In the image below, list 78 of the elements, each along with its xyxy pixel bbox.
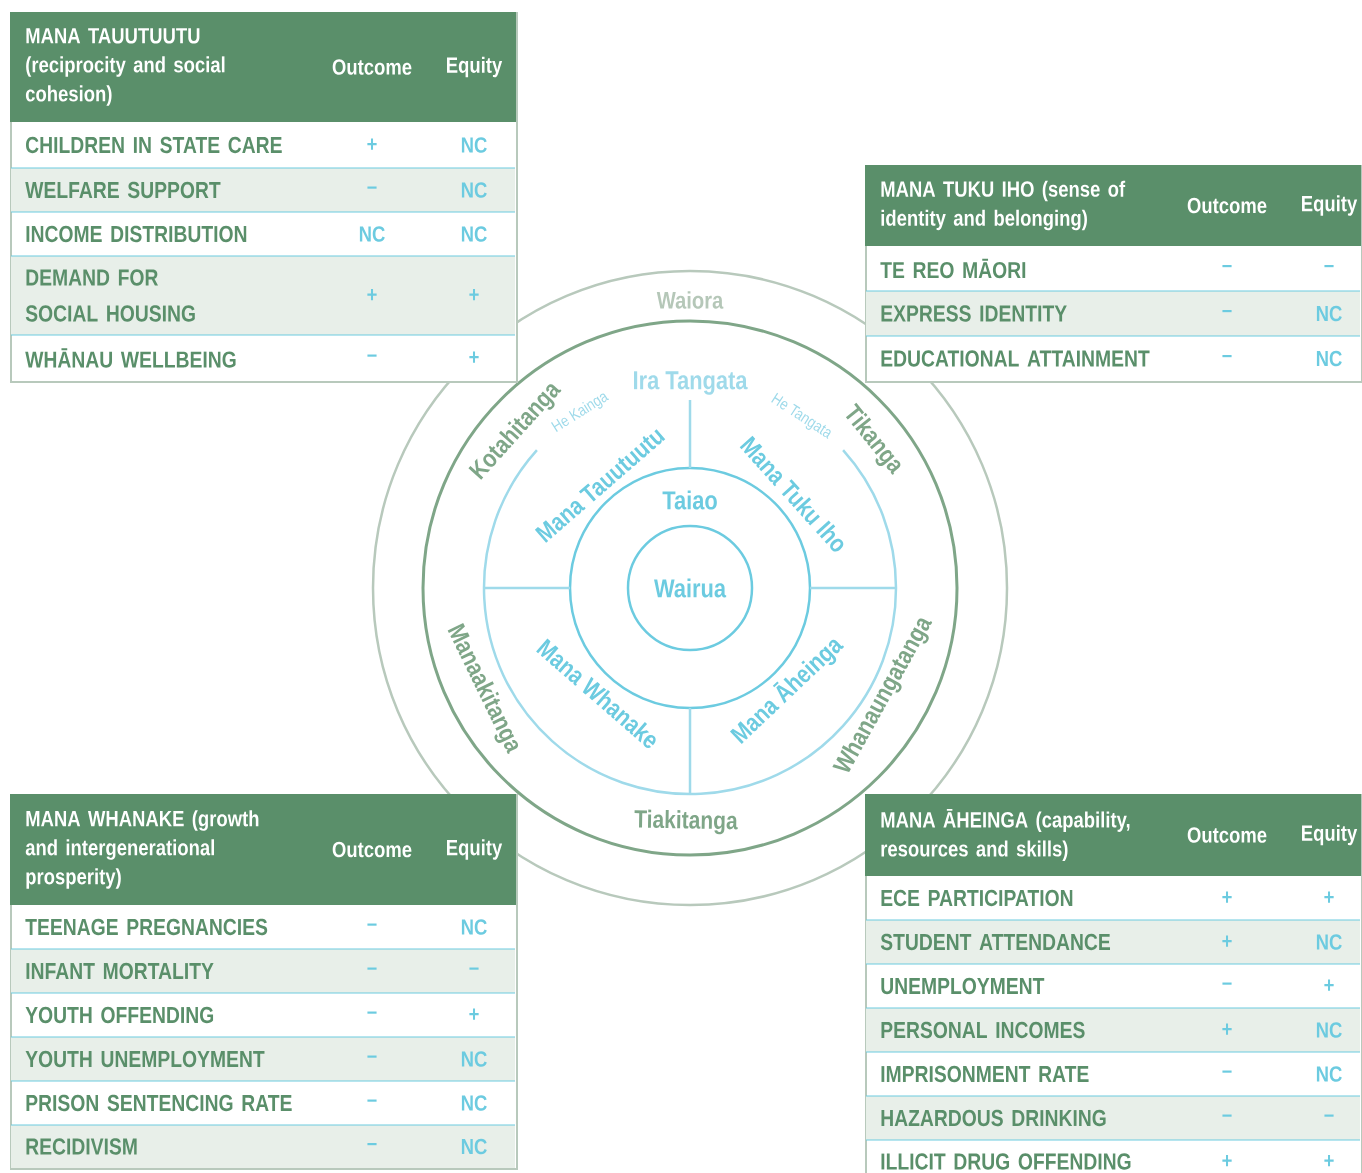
row-label: PRISON SENTENCING RATE	[26, 1094, 292, 1112]
ring-label: Ira Tangata	[634, 371, 748, 395]
row-label: IMPRISONMENT RATE	[881, 1065, 1089, 1083]
row-label: CHILDREN IN STATE CARE	[26, 136, 282, 154]
row-label: DEMAND FOR SOCIAL HOUSING	[25, 269, 195, 322]
row-label: WHĀNAU WELLBEING	[25, 348, 236, 368]
trend-value: +	[1222, 1155, 1232, 1167]
trend-value: –	[1222, 1114, 1232, 1117]
trend-value: +	[1324, 1155, 1334, 1167]
row-label: PERSONAL INCOMES	[881, 1021, 1085, 1039]
trend-value: –	[367, 1055, 377, 1058]
trend-value: NC	[1316, 934, 1342, 950]
column-heading: Equity	[447, 56, 503, 78]
row-label: UNEMPLOYMENT	[881, 977, 1045, 995]
trend-value: –	[1324, 265, 1334, 268]
row-label: YOUTH OFFENDING	[25, 1006, 214, 1024]
trend-value: –	[367, 967, 377, 970]
row-label: INCOME DISTRIBUTION	[26, 225, 247, 243]
row-label: HAZARDOUS DRINKING	[881, 1109, 1106, 1127]
column-heading: Equity	[1302, 195, 1358, 216]
column-heading: Outcome	[332, 841, 412, 858]
column-heading: Outcome	[1187, 197, 1267, 214]
trend-value: NC	[1316, 305, 1342, 322]
column-heading: Outcome	[332, 59, 412, 75]
trend-value: –	[1222, 355, 1232, 358]
trend-value: +	[1222, 935, 1232, 947]
header-title: MANA WHANAKE (growth and intergenerational prosperity)	[25, 810, 259, 889]
trend-value: –	[1222, 982, 1232, 985]
trend-value: NC	[461, 919, 487, 935]
row-label: STUDENT ATTENDANCE	[880, 933, 1110, 951]
trend-value: +	[1222, 1023, 1232, 1035]
trend-value: NC	[1316, 1022, 1342, 1038]
trend-value: +	[469, 289, 479, 301]
trend-value: +	[367, 289, 377, 301]
trend-value: +	[1222, 891, 1232, 903]
trend-value: –	[367, 1011, 377, 1014]
row-label: TEENAGE PREGNANCIES	[25, 918, 268, 936]
trend-value: –	[469, 967, 479, 970]
trend-value: +	[367, 138, 377, 150]
ring-label: Waiora	[656, 291, 724, 309]
row-label: ECE PARTICIPATION	[881, 889, 1073, 907]
trend-value: –	[367, 1143, 377, 1146]
trend-value: NC	[461, 226, 487, 242]
trend-value: –	[1324, 1114, 1334, 1117]
trend-value: NC	[461, 1051, 487, 1067]
trend-value: NC	[461, 1095, 487, 1111]
trend-value: NC	[1316, 1066, 1342, 1082]
trend-value: –	[367, 923, 377, 926]
header-title: MANA TAUUTUUTU (reciprocity and social cohesion)	[25, 28, 225, 106]
row-label: YOUTH UNEMPLOYMENT	[25, 1050, 265, 1068]
trend-value: NC	[461, 182, 487, 198]
trend-value: –	[1222, 1070, 1232, 1073]
column-heading: Outcome	[1187, 827, 1267, 843]
trend-value: +	[1324, 979, 1334, 991]
trend-value: –	[1222, 265, 1232, 268]
header-title: MANA ĀHEINGA (capability, resources and skills)	[881, 809, 1130, 861]
trend-value: –	[367, 186, 377, 189]
trend-value: NC	[461, 137, 487, 153]
trend-value: NC	[359, 226, 385, 242]
row-label: TE REO MĀORI	[880, 258, 1026, 279]
header-title: MANA TUKU IHO (sense of identity and belonging)	[881, 180, 1126, 231]
trend-value: –	[367, 354, 377, 357]
row-label: WELFARE SUPPORT	[25, 181, 221, 199]
trend-value: +	[469, 1008, 479, 1020]
column-heading: Equity	[447, 839, 503, 860]
row-label: EXPRESS IDENTITY	[881, 305, 1067, 322]
row-label: EDUCATIONAL ATTAINMENT	[881, 350, 1150, 367]
ring-label: Tiakitanga	[634, 809, 738, 835]
row-label: INFANT MORTALITY	[26, 962, 214, 980]
trend-value: +	[1324, 891, 1334, 903]
column-heading: Equity	[1302, 824, 1358, 846]
trend-value: NC	[461, 1138, 487, 1155]
trend-value: –	[1222, 310, 1232, 313]
row-label: RECIDIVISM	[26, 1138, 137, 1155]
row-label: ILLICIT DRUG OFFENDING	[881, 1153, 1131, 1170]
trend-value: –	[367, 1099, 377, 1102]
trend-value: NC	[1316, 350, 1342, 367]
trend-value: +	[469, 351, 479, 363]
